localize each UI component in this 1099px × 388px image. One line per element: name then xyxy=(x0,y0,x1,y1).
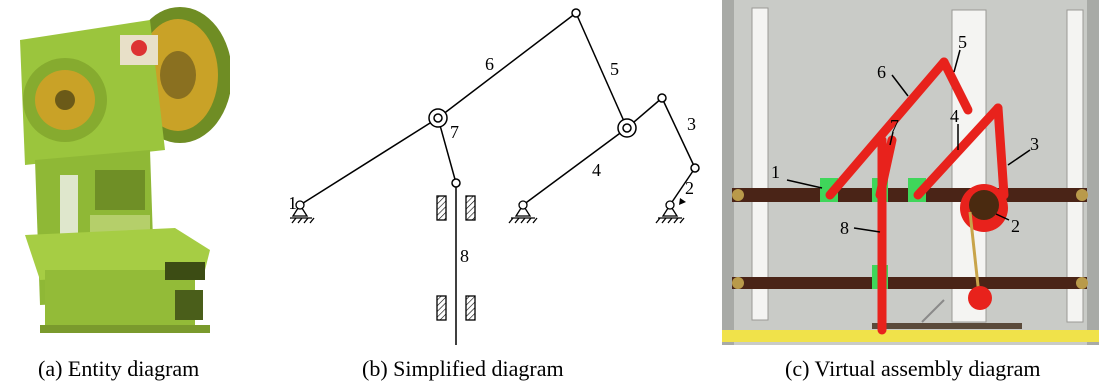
link-3 xyxy=(993,103,1009,200)
guide-lower-right xyxy=(465,295,476,321)
flywheel-hub xyxy=(160,51,196,99)
simplified-diagram: 1 2 3 4 5 6 7 8 xyxy=(285,0,720,350)
linkage-schematic: 1 2 3 4 5 6 7 8 xyxy=(285,8,700,345)
crank-gear xyxy=(969,190,999,220)
joint-c-inner xyxy=(622,123,632,133)
base-opening-lower xyxy=(175,290,203,320)
virtual-assembly-diagram: 1 2 3 4 5 6 7 8 xyxy=(722,0,1099,345)
link-3-line xyxy=(661,97,696,169)
ground-support-4 xyxy=(508,200,538,224)
entity-diagram xyxy=(0,0,232,340)
rotation-arrow-icon xyxy=(679,198,686,205)
joint-a-inner xyxy=(433,113,443,123)
guide-lower-left xyxy=(436,295,447,321)
assembly-label-1: 1 xyxy=(771,162,780,182)
gear-hub xyxy=(55,90,75,110)
link-4-line xyxy=(522,127,628,206)
bolster xyxy=(90,215,150,233)
link-4 xyxy=(913,103,1003,200)
press-machine-image xyxy=(20,7,232,333)
work-table xyxy=(25,228,210,280)
post-right xyxy=(1066,9,1084,323)
base-opening xyxy=(165,262,205,280)
assembly-label-8: 8 xyxy=(840,218,849,238)
label-1: 1 xyxy=(290,193,297,213)
label-4: 4 xyxy=(592,160,601,180)
link-5 xyxy=(939,57,973,115)
link-7-line xyxy=(437,117,457,184)
link-2-line xyxy=(669,167,696,206)
caption-simplified-diagram: (b) Simplified diagram xyxy=(362,356,564,381)
caption-entity-diagram: (a) Entity diagram xyxy=(38,356,200,381)
assembly-label-5: 5 xyxy=(958,32,967,52)
label-3: 3 xyxy=(687,114,696,134)
label-6: 6 xyxy=(485,54,494,74)
press-foot xyxy=(40,325,210,333)
label-5: 5 xyxy=(610,59,619,79)
assembly-label-3: 3 xyxy=(1030,134,1039,154)
label-2: 2 xyxy=(685,178,694,198)
ram-slide xyxy=(95,170,145,210)
assembly-label-6: 6 xyxy=(877,62,886,82)
ruler xyxy=(722,330,1099,342)
assembly-label-2: 2 xyxy=(1011,216,1020,236)
guide-upper-right xyxy=(465,195,476,221)
assembly-label-4: 4 xyxy=(950,106,959,126)
control-panel xyxy=(60,175,78,235)
link-5-line xyxy=(575,12,628,129)
pendulum-rod xyxy=(968,211,981,296)
assembly-label-7: 7 xyxy=(890,116,899,136)
post-left xyxy=(751,7,769,321)
joint-b xyxy=(571,8,581,18)
caption-virtual-assembly-diagram: (c) Virtual assembly diagram xyxy=(785,356,1041,381)
brand-logo-mark xyxy=(131,40,147,56)
pendulum-weight xyxy=(968,286,992,310)
link-1-line xyxy=(299,117,439,206)
link-6-line xyxy=(437,12,577,119)
joint-f xyxy=(451,178,461,188)
joint-e xyxy=(690,163,700,173)
label-8: 8 xyxy=(460,246,469,266)
label-7: 7 xyxy=(450,122,459,142)
base-rail xyxy=(872,323,1022,329)
link-6 xyxy=(825,57,949,200)
joint-d xyxy=(657,93,667,103)
virtual-assembly-render: 1 2 3 4 5 6 7 8 xyxy=(722,0,1099,345)
guide-upper-left xyxy=(436,195,447,221)
post-middle xyxy=(951,9,987,323)
crossbar-lower xyxy=(732,277,1087,289)
ground-support-2 xyxy=(655,200,685,224)
